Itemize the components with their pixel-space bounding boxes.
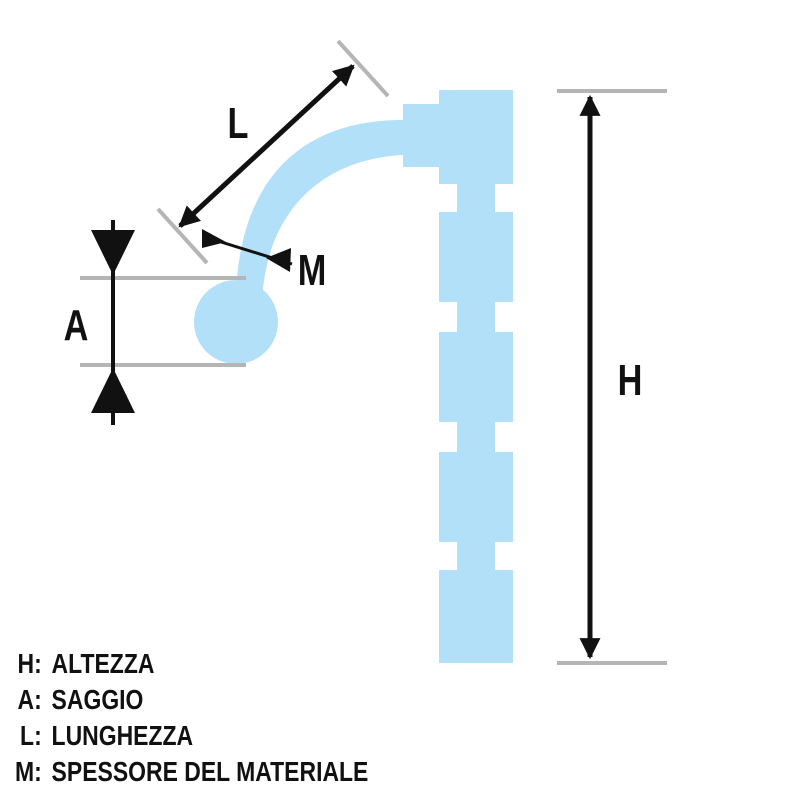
hook-stem-segment: [439, 452, 513, 542]
legend-item-h: H: ALTEZZA: [4, 646, 368, 682]
dimension-arrows: [178, 64, 601, 660]
extension-line-l-top: [336, 39, 390, 98]
extension-lines: [80, 39, 667, 665]
dimension-arrow-m-head-right: [266, 248, 291, 272]
hook-end-ball: [194, 280, 278, 364]
hook-stem-neck: [457, 184, 495, 212]
legend-text: LUNGHEZZA: [51, 720, 194, 751]
legend: H: ALTEZZA A: SAGGIO L: LUNGHEZZA M: SPE…: [4, 646, 368, 790]
dimension-label-l: L: [228, 99, 249, 148]
legend-key: M:: [14, 756, 42, 787]
extension-line-l-bottom: [156, 207, 209, 265]
legend-item-m: M: SPESSORE DEL MATERIALE: [4, 754, 368, 790]
legend-item-a: A: SAGGIO: [4, 682, 368, 718]
dimension-arrow-l: [178, 64, 355, 228]
legend-text: SPESSORE DEL MATERIALE: [51, 756, 369, 787]
dimension-label-m: M: [298, 246, 327, 295]
dimension-arrow-a-head-bottom: [91, 368, 135, 413]
hook-part: [194, 90, 513, 663]
hook-arm-connector: [403, 104, 443, 167]
dimension-label-h: H: [618, 356, 643, 405]
hook-stem-segment: [439, 212, 513, 302]
legend-key: H:: [17, 648, 42, 679]
dimension-arrow-a: [91, 220, 135, 425]
hook-stem-neck: [457, 302, 495, 332]
legend-text: SAGGIO: [51, 684, 144, 715]
legend-key: A:: [17, 684, 42, 715]
dimension-arrow-m-head-left: [202, 229, 226, 248]
legend-item-l: L: LUNGHEZZA: [4, 718, 368, 754]
dimension-label-a: A: [64, 301, 89, 350]
hook-stem-segment: [439, 570, 513, 663]
legend-text: ALTEZZA: [51, 648, 155, 679]
hook-stem-neck: [457, 542, 495, 570]
legend-key: L:: [20, 720, 42, 751]
hook-stem-segment: [439, 90, 513, 184]
hook-stem-neck: [457, 422, 495, 452]
dimension-arrow-a-head-top: [91, 230, 135, 275]
dimension-arrow-m: [202, 229, 293, 272]
hook-stem-segment: [439, 332, 513, 422]
